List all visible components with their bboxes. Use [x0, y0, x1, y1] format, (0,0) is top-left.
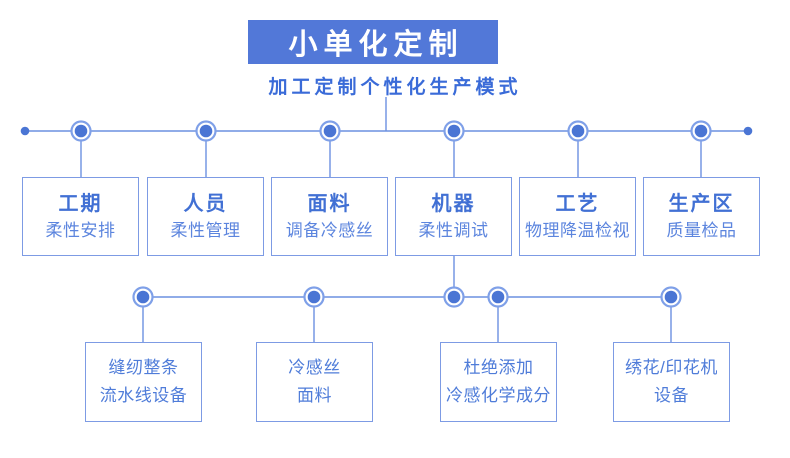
box-sewing-line: 缝纫整条 流水线设备	[85, 342, 202, 422]
box-production-area: 生产区 质量检品	[643, 177, 760, 256]
box-title: 人员	[183, 192, 228, 215]
box-title: 生产区	[668, 192, 735, 215]
page-subtitle: 加工定制个性化生产模式	[268, 77, 522, 98]
box-title: 机器	[431, 192, 476, 215]
box-line1: 绣花/印花机	[625, 358, 718, 377]
level1-node-circles	[70, 120, 712, 142]
box-title: 面料	[307, 192, 352, 215]
box-subtitle: 质量检品	[666, 220, 737, 240]
box-line2: 面料	[297, 386, 332, 405]
box-personnel: 人员 柔性管理	[147, 177, 264, 256]
box-machine: 机器 柔性调试	[395, 177, 512, 256]
box-subtitle: 柔性管理	[170, 220, 241, 240]
bus-end-dot	[20, 126, 30, 136]
box-schedule: 工期 柔性安排	[22, 177, 139, 256]
box-no-chemical-additives: 杜绝添加 冷感化学成分	[440, 342, 557, 422]
level2-node-circles	[132, 286, 682, 308]
box-subtitle: 调备冷感丝	[285, 220, 374, 240]
box-title: 工期	[58, 192, 103, 215]
box-line1: 冷感丝	[288, 358, 341, 377]
box-line1: 缝纫整条	[108, 358, 179, 377]
box-subtitle: 物理降温检视	[525, 220, 630, 240]
box-line2: 流水线设备	[99, 386, 188, 405]
box-line2: 冷感化学成分	[446, 386, 551, 405]
page-title: 小单化定制	[288, 29, 464, 61]
box-fabric: 面料 调备冷感丝	[271, 177, 388, 256]
box-craft: 工艺 物理降温检视	[519, 177, 636, 256]
bus-end-dot	[743, 126, 753, 136]
box-title: 工艺	[555, 192, 600, 215]
header-banner: 小单化定制	[248, 20, 498, 64]
box-subtitle: 柔性安排	[45, 220, 116, 240]
box-embroidery-printing-machine: 绣花/印花机 设备	[613, 342, 730, 422]
box-line2: 设备	[654, 386, 689, 405]
box-cooling-silk-fabric: 冷感丝 面料	[256, 342, 373, 422]
box-subtitle: 柔性调试	[418, 220, 489, 240]
box-line1: 杜绝添加	[463, 358, 534, 377]
